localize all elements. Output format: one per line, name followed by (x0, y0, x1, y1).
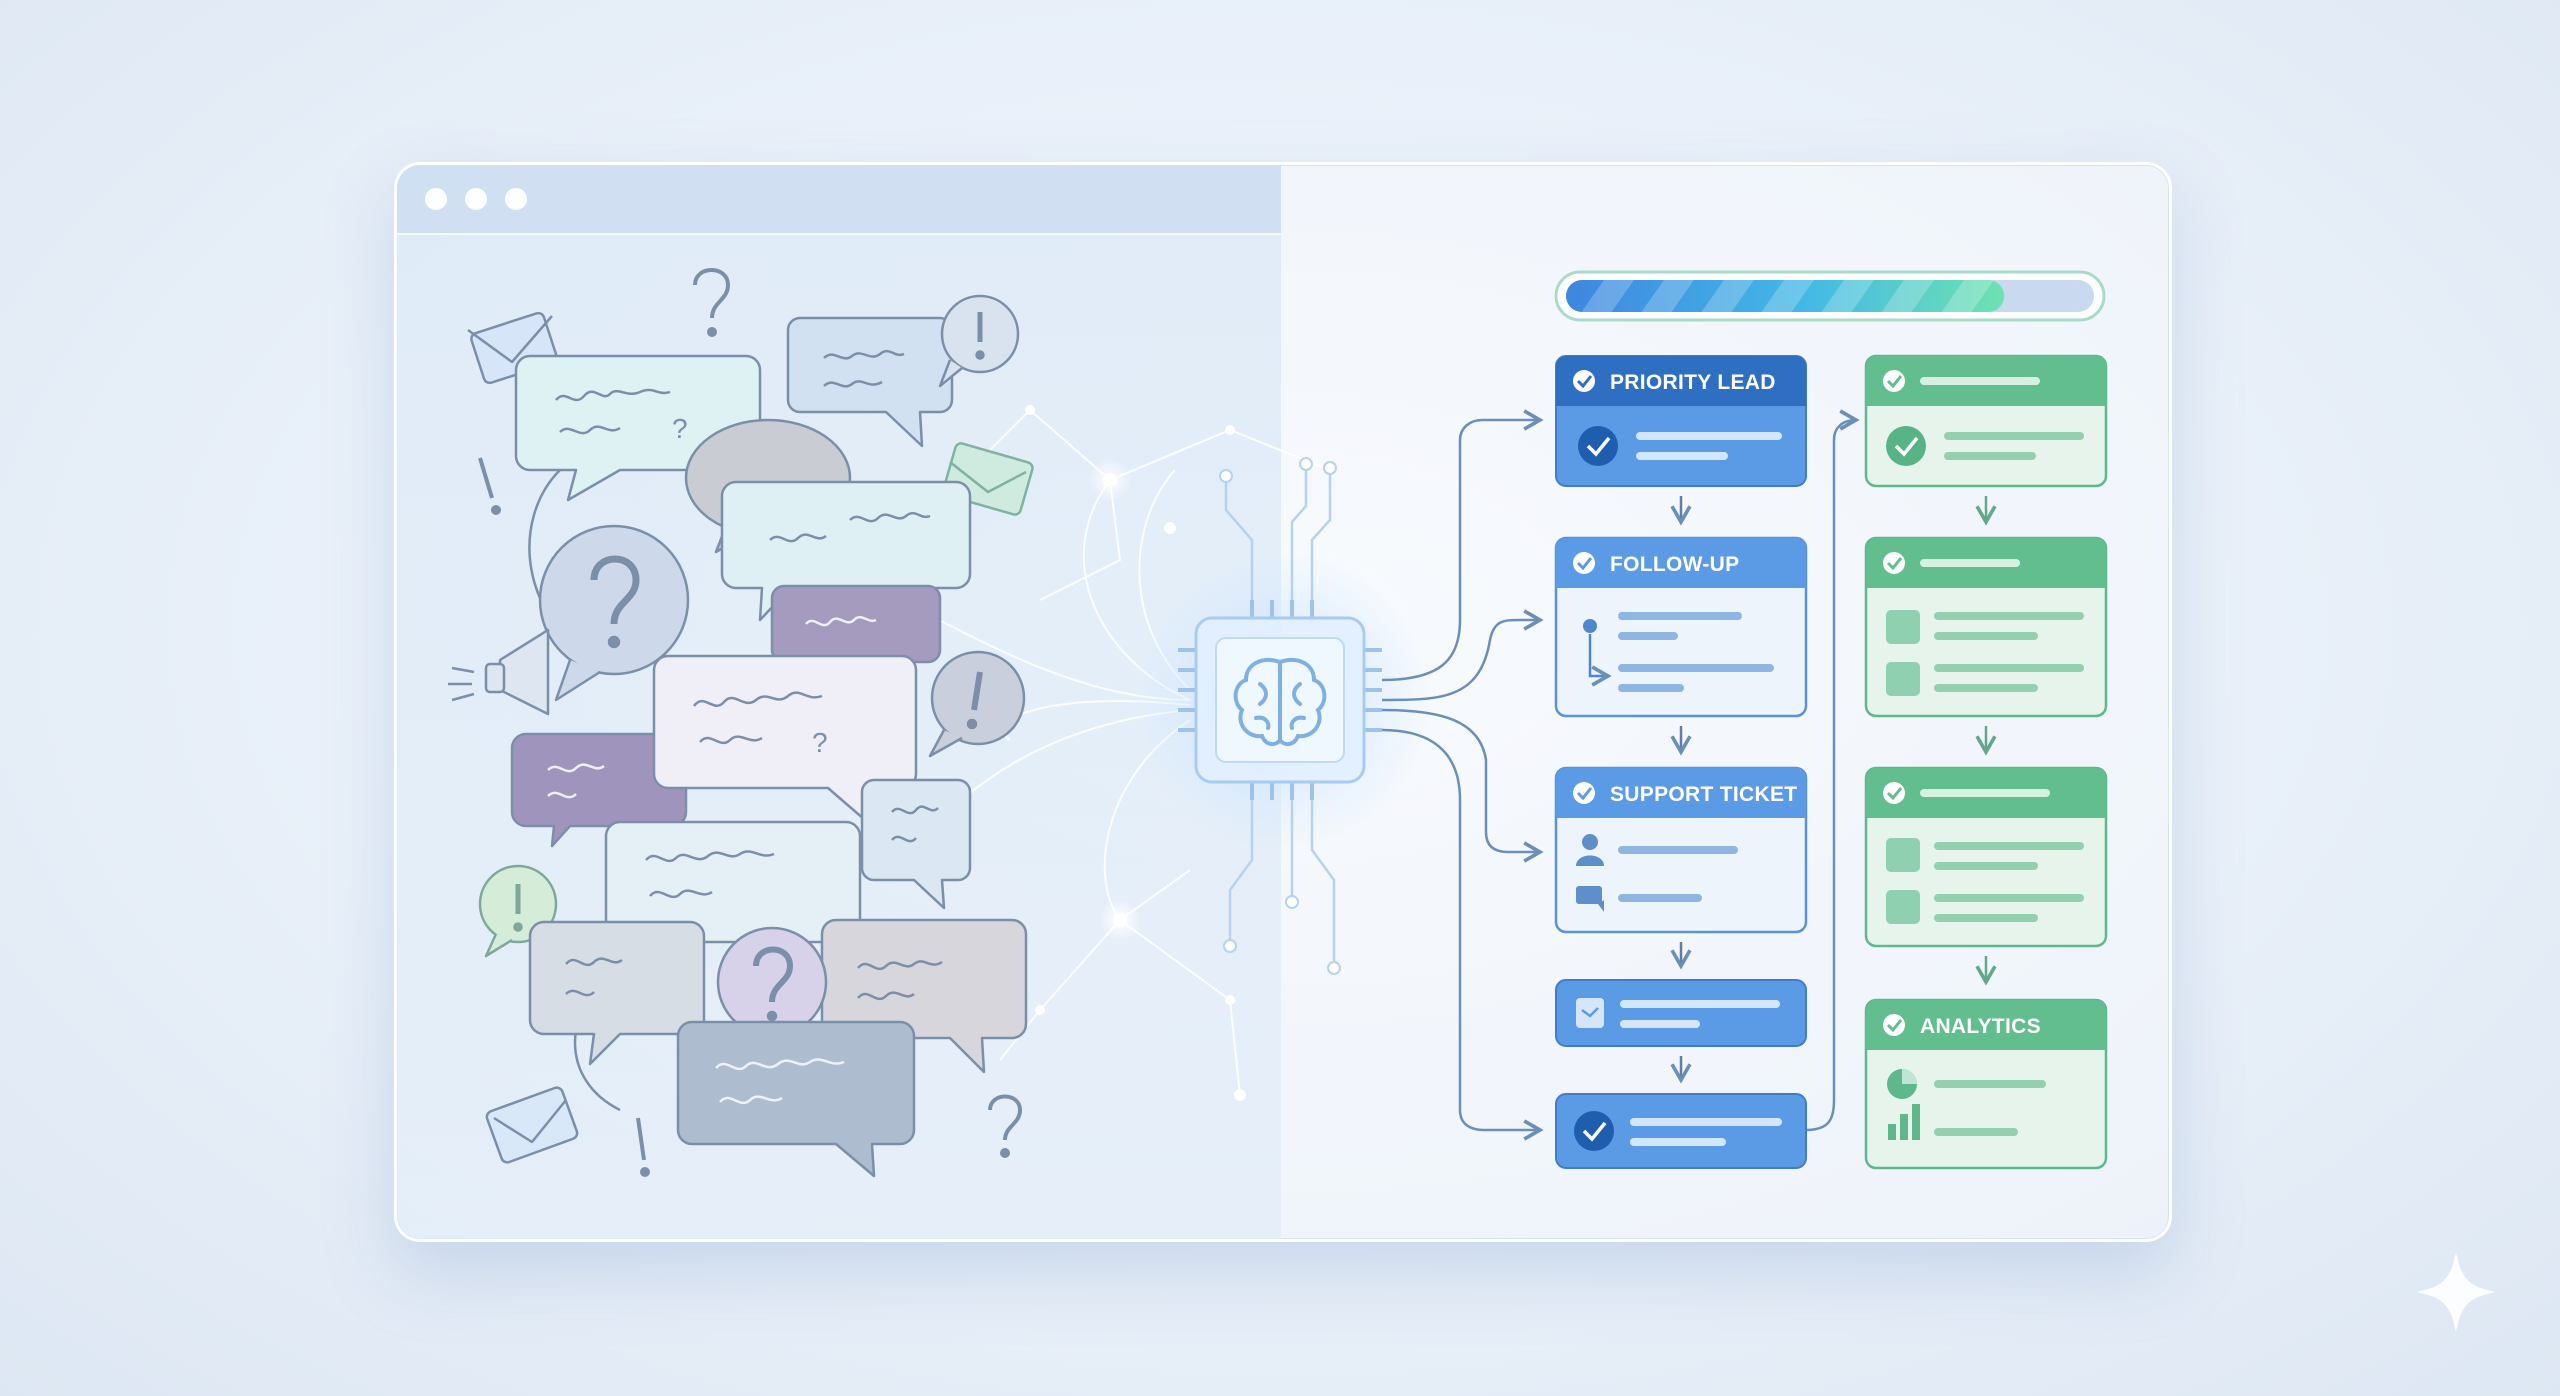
speech-bubble (786, 316, 954, 448)
list-icon (1886, 662, 1920, 696)
window-close-button[interactable] (425, 188, 447, 210)
list-icon (1886, 890, 1920, 924)
card-step-five[interactable] (1555, 1093, 1807, 1169)
speech-bubble (770, 584, 942, 664)
speech-bubble (528, 920, 706, 1066)
svg-text:?: ? (812, 727, 828, 758)
green-column: ANALYTICS (1864, 354, 2108, 1170)
chat-icon (1576, 886, 1604, 912)
ai-chip (1130, 457, 1430, 975)
routing-connectors (1381, 409, 1860, 1141)
sparkle-icon (2416, 1252, 2496, 1332)
message-cluster: ? (448, 268, 1034, 1178)
user-icon (1576, 834, 1604, 866)
card-title: PRIORITY LEAD (1610, 371, 1776, 394)
check-circle-icon (1573, 782, 1595, 804)
progress-bar (1554, 270, 2106, 322)
green-card-2[interactable] (1864, 536, 2108, 718)
speech-bubble (860, 778, 972, 910)
speech-bubble (676, 1020, 916, 1178)
megaphone-icon (448, 628, 550, 716)
green-card-3[interactable] (1864, 766, 2108, 948)
window-maximize-button[interactable] (505, 188, 527, 210)
list-icon (1886, 610, 1920, 644)
neural-nodes (1025, 405, 1335, 1101)
branch-icon (1583, 619, 1612, 687)
exclamation-bubble (928, 650, 1026, 758)
blue-column: PRIORITY LEAD FOLLOW-UP (1554, 355, 1808, 1169)
exclamation-bubble (938, 294, 1020, 388)
check-circle-icon (1883, 782, 1905, 804)
svg-text:?: ? (672, 413, 688, 444)
card-title: SUPPORT TICKET (1610, 783, 1797, 806)
window-titlebar (397, 165, 1281, 235)
card-follow-up[interactable]: FOLLOW-UP (1554, 536, 1808, 718)
card-support-ticket[interactable]: SUPPORT TICKET (1554, 766, 1808, 934)
exclamation-icon (478, 457, 501, 515)
check-circle-icon (1883, 370, 1905, 392)
question-mark-icon (988, 1094, 1022, 1158)
list-icon (1886, 838, 1920, 872)
card-title: FOLLOW-UP (1610, 553, 1739, 576)
card-title: ANALYTICS (1920, 1015, 2041, 1038)
envelope-icon (485, 1086, 579, 1164)
check-circle-icon (1578, 426, 1618, 466)
check-circle-icon (1886, 426, 1926, 466)
speech-bubble: ? (652, 654, 918, 828)
card-analytics[interactable]: ANALYTICS (1864, 998, 2108, 1170)
bar-chart-icon (1888, 1104, 1920, 1140)
brain-icon (1233, 658, 1327, 747)
question-bubble (538, 524, 690, 702)
window-minimize-button[interactable] (465, 188, 487, 210)
exclamation-icon (636, 1117, 650, 1177)
inbox-icon (1576, 998, 1604, 1028)
card-step-four[interactable] (1555, 979, 1807, 1047)
check-circle-icon (1574, 1111, 1614, 1151)
check-circle-icon (1573, 552, 1595, 574)
card-priority-lead[interactable]: PRIORITY LEAD (1555, 355, 1807, 487)
pie-chart-icon (1887, 1069, 1917, 1099)
green-card-1[interactable] (1864, 354, 2108, 488)
check-circle-icon (1573, 370, 1595, 392)
check-circle-icon (1883, 552, 1905, 574)
check-circle-icon (1883, 1014, 1905, 1036)
question-mark-icon (693, 268, 730, 337)
